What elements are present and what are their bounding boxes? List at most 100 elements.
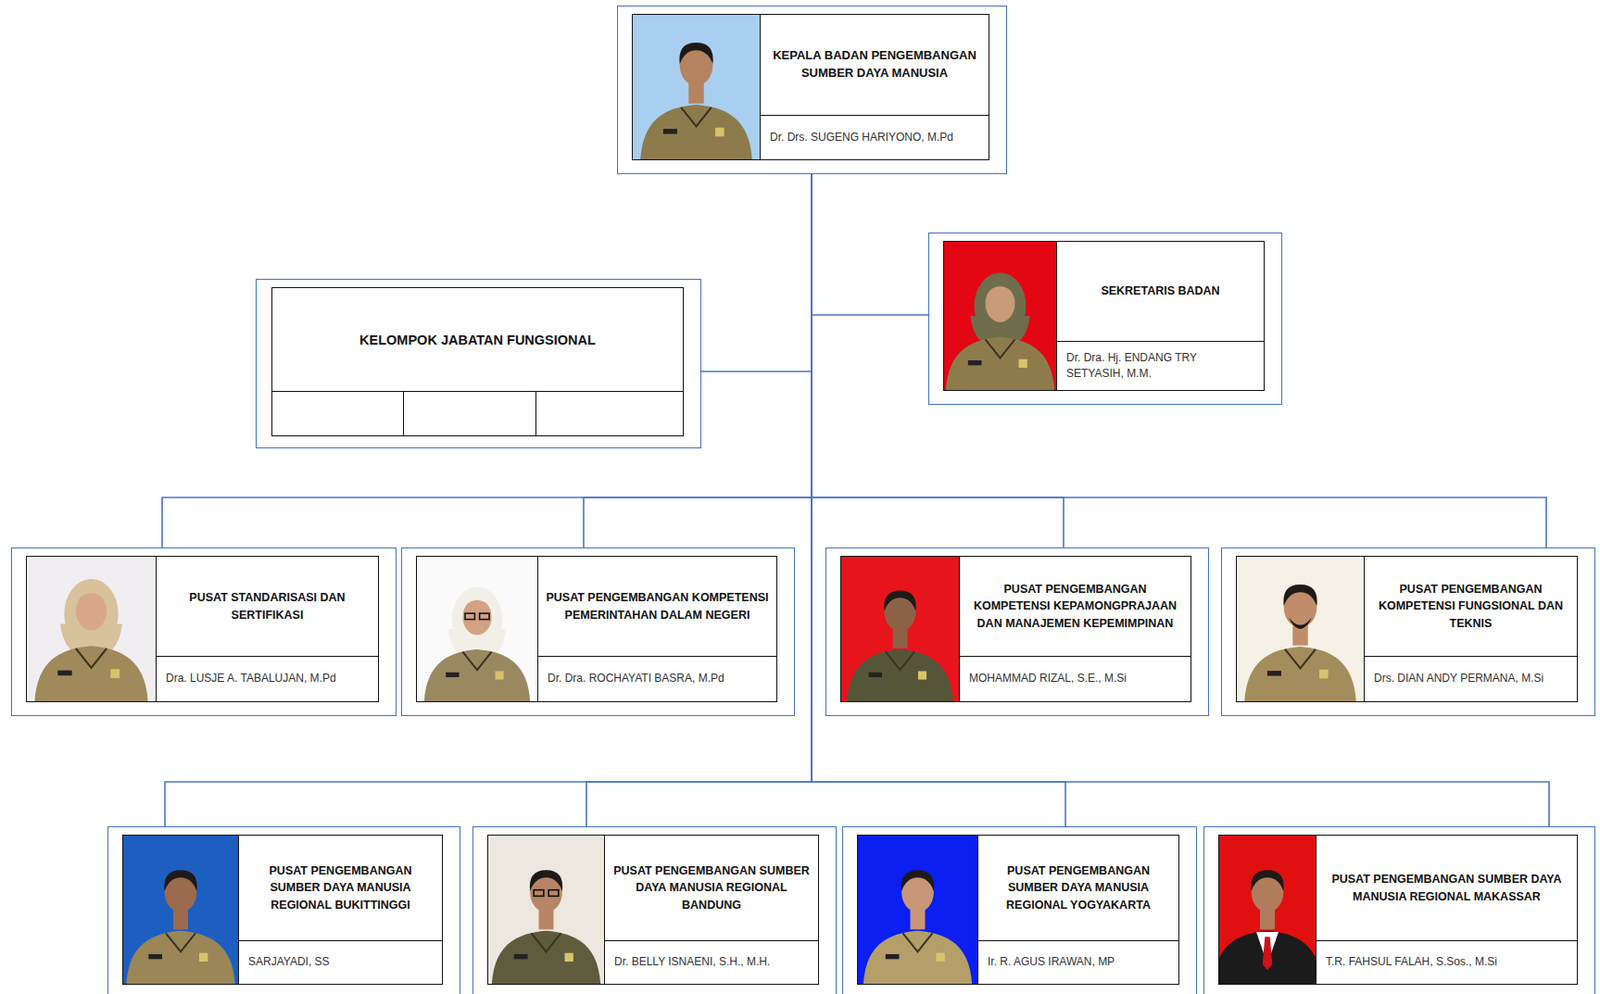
collar: [680, 107, 712, 127]
body: [34, 645, 148, 702]
unit-title: KEPALA BADAN PENGEMBANGAN SUMBER DAYA MA…: [760, 14, 989, 116]
photo-background: [26, 556, 156, 702]
connector-line: [162, 174, 812, 548]
body: [424, 649, 530, 702]
photo-background: [416, 556, 538, 702]
group-box: KELOMPOK JABATAN FUNGSIONAL: [255, 278, 702, 449]
beard: [1288, 617, 1312, 630]
collar: [985, 339, 1016, 358]
photo-background: [1236, 556, 1364, 702]
name-tag: [445, 672, 459, 678]
hair: [163, 869, 197, 892]
photo-background: [1219, 835, 1316, 984]
unit-box: PUSAT PENGEMBANGAN SUMBER DAYA MANUSIA R…: [842, 826, 1197, 994]
empty-cell: [272, 391, 404, 436]
body: [846, 649, 953, 702]
unit-title: SEKRETARIS BADAN: [1057, 241, 1264, 342]
hijab-band: [983, 279, 1017, 296]
body: [945, 337, 1055, 391]
unit-frame: PUSAT PENGEMBANGAN KOMPETENSI KEPAMONGPR…: [840, 555, 1192, 703]
body: [863, 931, 972, 984]
photo-frame: [1219, 835, 1317, 984]
official-name: Dr. BELLY ISNAENI, S.H., M.H.: [604, 941, 819, 984]
group-title: KELOMPOK JABATAN FUNGSIONAL: [272, 288, 683, 391]
hijab-band: [461, 593, 493, 610]
collar: [1285, 649, 1316, 669]
badge: [199, 953, 208, 962]
unit-title: PUSAT PENGEMBANGAN KOMPETENSI FUNGSIONAL…: [1364, 556, 1577, 657]
badge: [1019, 359, 1028, 368]
photo-frame: [1236, 556, 1365, 702]
group-frame: KELOMPOK JABATAN FUNGSIONAL: [271, 287, 684, 437]
portrait-photo: [26, 556, 156, 702]
unit-title: PUSAT PENGEMBANGAN SUMBER DAYA MANUSIA R…: [1316, 835, 1577, 942]
portrait-photo: [1236, 556, 1364, 702]
body: [125, 931, 235, 984]
unit-box: PUSAT PENGEMBANGAN KOMPETENSI KEPAMONGPR…: [825, 547, 1210, 717]
hair: [883, 590, 916, 611]
badge: [110, 668, 120, 679]
portrait-photo: [1219, 835, 1316, 984]
collar: [165, 932, 196, 952]
unit-frame: PUSAT PENGEMBANGAN KOMPETENSI PEMERINTAH…: [415, 555, 778, 703]
body: [1244, 646, 1357, 702]
unit-frame: SEKRETARIS BADANDr. Dra. Hj. ENDANG TRY …: [943, 240, 1265, 391]
connector-line: [811, 174, 929, 315]
unit-frame: PUSAT PENGEMBANGAN SUMBER DAYA MANUSIA R…: [122, 834, 443, 985]
badge: [565, 953, 574, 962]
unit-frame: PUSAT PENGEMBANGAN SUMBER DAYA MANUSIA R…: [487, 834, 819, 985]
unit-box: PUSAT PENGEMBANGAN KOMPETENSI PEMERINTAH…: [401, 547, 795, 717]
badge: [936, 953, 945, 962]
unit-box: PUSAT PENGEMBANGAN SUMBER DAYA MANUSIA R…: [472, 826, 837, 994]
official-name: Drs. DIAN ANDY PERMANA, M.Si: [1364, 656, 1577, 702]
photo-frame: [632, 14, 761, 160]
name-tag: [885, 954, 900, 959]
unit-box: PUSAT PENGEMBANGAN SUMBER DAYA MANUSIA R…: [1203, 826, 1596, 994]
portrait-photo: [416, 556, 538, 702]
badge: [495, 671, 504, 681]
body: [1219, 931, 1316, 984]
connector-line: [586, 174, 812, 827]
text-column: PUSAT PENGEMBANGAN SUMBER DAYA MANUSIA R…: [1316, 835, 1577, 984]
glasses-right: [479, 613, 490, 620]
empty-cells: [272, 390, 683, 436]
portrait-photo: [841, 556, 959, 702]
photo-background: [632, 14, 760, 160]
text-column: PUSAT PENGEMBANGAN KOMPETENSI KEPAMONGPR…: [959, 556, 1191, 702]
collar: [885, 652, 915, 671]
unit-box: PUSAT PENGEMBANGAN KOMPETENSI FUNGSIONAL…: [1221, 547, 1596, 717]
text-column: KEPALA BADAN PENGEMBANGAN SUMBER DAYA MA…: [760, 14, 989, 160]
body: [640, 104, 753, 160]
hijab-band: [74, 586, 108, 604]
unit-title: PUSAT PENGEMBANGAN KOMPETENSI PEMERINTAH…: [538, 556, 777, 657]
collar: [531, 932, 562, 952]
name-tag: [148, 954, 163, 959]
photo-background: [841, 556, 959, 702]
portrait-photo: [488, 835, 605, 984]
hair: [679, 42, 713, 64]
collar: [903, 932, 933, 952]
name-tag: [869, 672, 882, 678]
unit-frame: PUSAT PENGEMBANGAN SUMBER DAYA MANUSIA R…: [1218, 834, 1578, 985]
name-tag: [663, 128, 678, 134]
connector-line: [811, 174, 1550, 827]
face: [75, 592, 107, 631]
photo-frame: [841, 556, 960, 702]
portrait-photo: [944, 241, 1057, 391]
glasses-left: [465, 613, 475, 620]
unit-title: PUSAT PENGEMBANGAN SUMBER DAYA MANUSIA R…: [604, 835, 819, 942]
text-column: PUSAT PENGEMBANGAN SUMBER DAYA MANUSIA R…: [604, 835, 819, 984]
unit-box: PUSAT STANDARISASI DAN SERTIFIKASIDra. L…: [11, 547, 397, 717]
photo-background: [857, 835, 978, 984]
hair: [901, 869, 934, 892]
unit-box: SEKRETARIS BADANDr. Dra. Hj. ENDANG TRY …: [928, 232, 1283, 405]
unit-title: PUSAT PENGEMBANGAN SUMBER DAYA MANUSIA R…: [978, 835, 1179, 942]
official-name: Ir. R. AGUS IRAWAN, MP: [978, 941, 1179, 984]
collar: [462, 652, 492, 671]
text-column: PUSAT STANDARISASI DAN SERTIFIKASIDra. L…: [156, 556, 378, 702]
empty-cell: [535, 391, 683, 436]
collar: [75, 648, 107, 668]
name-tag: [1267, 670, 1282, 676]
connector-line: [164, 174, 812, 827]
